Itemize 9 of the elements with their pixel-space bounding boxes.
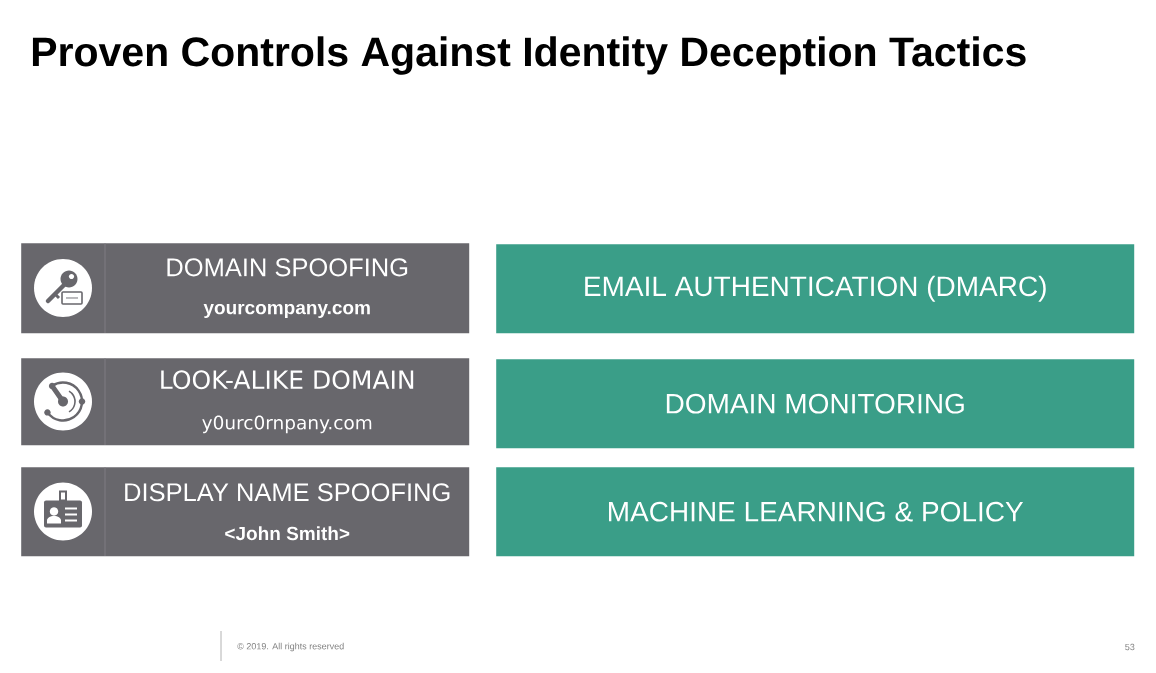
- control-box: DOMAIN MONITORING: [496, 359, 1135, 449]
- threat-box: DISPLAY NAME SPOOFING <John Smith>: [21, 466, 470, 557]
- threat-box: DOMAIN SPOOFING yourcompany.com: [21, 242, 470, 334]
- control-box: EMAIL AUTHENTICATION (DMARC): [496, 244, 1135, 334]
- threat-box: LOOK-ALIKE DOMAIN y0urc0rnpany.com: [21, 357, 470, 446]
- control-box: MACHINE LEARNING & POLICY: [496, 467, 1135, 557]
- copyright-text: © 2019. All rights reserved: [237, 642, 344, 652]
- page-number: 53: [1125, 643, 1135, 651]
- slide-title: Proven Controls Against Identity Deception Tactics: [32, 36, 1026, 75]
